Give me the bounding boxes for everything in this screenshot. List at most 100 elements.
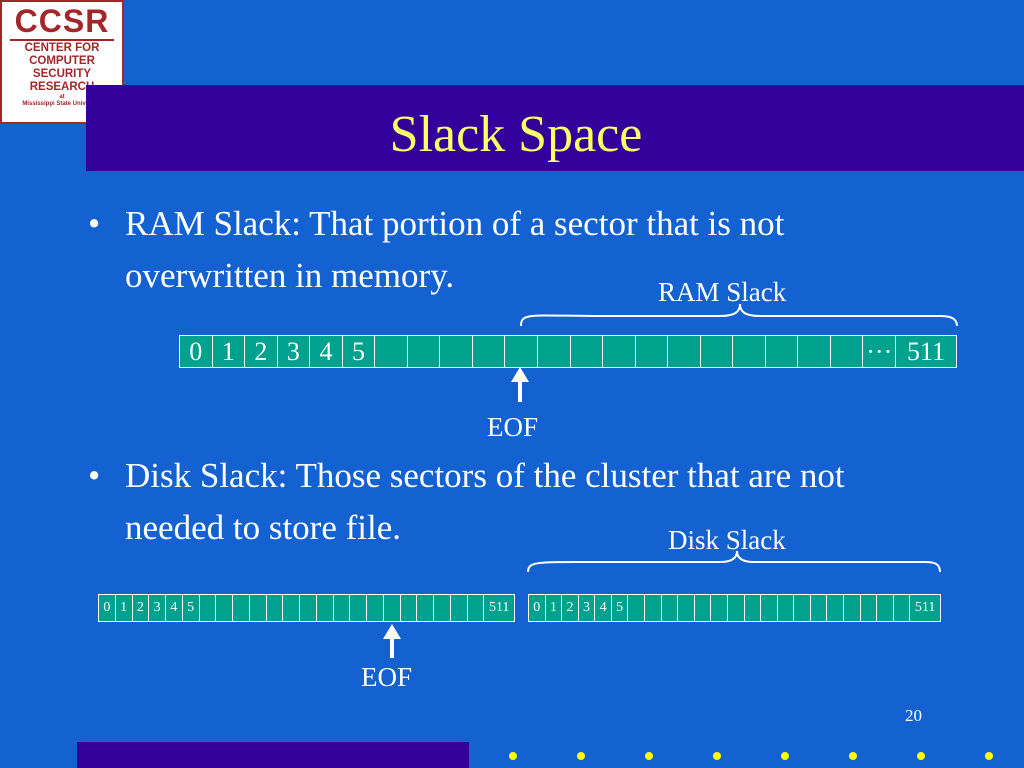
ram-eof-arrow bbox=[511, 367, 529, 402]
logo-line: CENTER FOR bbox=[24, 42, 100, 54]
sector-cell bbox=[299, 595, 316, 621]
bottom-bar bbox=[77, 742, 469, 768]
sector-cell bbox=[793, 595, 810, 621]
sector-cell bbox=[471, 336, 505, 367]
sector-cell: 511 bbox=[483, 595, 514, 621]
sector-cell bbox=[466, 595, 484, 621]
sector-cell: 511 bbox=[909, 595, 940, 621]
sector-cell: 511 bbox=[895, 336, 956, 367]
sector-cell: 2 bbox=[561, 595, 578, 621]
sector-cell bbox=[232, 595, 249, 621]
page-number: 20 bbox=[905, 706, 922, 725]
sector-cell bbox=[829, 336, 863, 367]
sector-cell bbox=[439, 336, 472, 367]
sector-cell bbox=[265, 595, 283, 621]
sector-cell bbox=[732, 336, 765, 367]
sector-cell bbox=[743, 595, 761, 621]
logo-line: at bbox=[59, 94, 65, 100]
sector-cell: 1 bbox=[114, 595, 132, 621]
footer-dot bbox=[509, 752, 517, 760]
sector-cell bbox=[349, 595, 366, 621]
sector-cell bbox=[710, 595, 727, 621]
sector-cell: ··· bbox=[862, 336, 895, 367]
sector-cell bbox=[504, 336, 537, 367]
sector-cell bbox=[892, 595, 910, 621]
sector-cell bbox=[764, 336, 798, 367]
sector-cell: 0 bbox=[103, 600, 111, 615]
bullet-text: Disk Slack: Those sectors of the cluster… bbox=[125, 456, 845, 547]
sector-cell bbox=[433, 595, 450, 621]
logo-rule bbox=[10, 39, 114, 41]
disk-eof-arrow bbox=[383, 624, 401, 658]
sector-cell bbox=[382, 595, 400, 621]
sector-cell bbox=[809, 595, 827, 621]
logo-line: Mississippi State University bbox=[22, 101, 102, 107]
sector-cell bbox=[826, 595, 843, 621]
sector-cell bbox=[627, 595, 644, 621]
sector-cell bbox=[842, 595, 860, 621]
sector-cell bbox=[634, 336, 668, 367]
sector-cell bbox=[693, 595, 711, 621]
ram-slack-label: RAM Slack bbox=[658, 277, 787, 307]
bullet-marker: • bbox=[88, 204, 101, 243]
sector-cell: 0 bbox=[189, 337, 203, 366]
sector-cell bbox=[876, 595, 893, 621]
ram-eof-label: EOF bbox=[487, 412, 539, 442]
sector-cell: 3 bbox=[276, 336, 310, 367]
sector-cell bbox=[776, 595, 794, 621]
sector-cell: 1 bbox=[544, 595, 562, 621]
sector-cell bbox=[859, 595, 877, 621]
sector-cell: 5 bbox=[181, 595, 199, 621]
sector-cell: 4 bbox=[309, 336, 342, 367]
disk-eof-label: EOF bbox=[361, 662, 413, 692]
sector-cell bbox=[215, 595, 232, 621]
ccsr-logo: CCSR CENTER FOR COMPUTER SECURITY RESEAR… bbox=[0, 0, 124, 124]
sector-cell: 5 bbox=[610, 595, 628, 621]
sector-cell bbox=[449, 595, 467, 621]
bullet-marker: • bbox=[88, 456, 101, 495]
footer-dot bbox=[713, 752, 721, 760]
sector-cell bbox=[602, 336, 635, 367]
footer-dot bbox=[917, 752, 925, 760]
sector-cell bbox=[416, 595, 433, 621]
sector-cell bbox=[667, 336, 700, 367]
sector-cell bbox=[399, 595, 417, 621]
sector-cell bbox=[569, 336, 603, 367]
footer-dot bbox=[781, 752, 789, 760]
footer-dot bbox=[645, 752, 653, 760]
sector-cell bbox=[374, 336, 407, 367]
sector-cell bbox=[332, 595, 350, 621]
logo-line: SECURITY bbox=[32, 68, 92, 80]
disk-slack-brace bbox=[527, 550, 941, 573]
logo-line: RESEARCH bbox=[29, 81, 95, 93]
sector-cell: 3 bbox=[577, 595, 595, 621]
sector-cell bbox=[248, 595, 266, 621]
sector-cell bbox=[760, 595, 777, 621]
sector-cell bbox=[726, 595, 744, 621]
disk-slack-label: Disk Slack bbox=[668, 525, 786, 555]
sector-cell: 1 bbox=[211, 336, 245, 367]
sector-cell: 2 bbox=[244, 336, 277, 367]
sector-cell: 5 bbox=[341, 336, 375, 367]
sector-cell bbox=[406, 336, 440, 367]
sector-cell bbox=[315, 595, 333, 621]
sector-cell bbox=[677, 595, 694, 621]
sector-cell: 3 bbox=[148, 595, 165, 621]
sector-cell bbox=[699, 336, 733, 367]
sector-cell bbox=[282, 595, 299, 621]
footer-dot bbox=[985, 752, 993, 760]
bullet-ram-slack: • RAM Slack: That portion of a sector th… bbox=[88, 198, 945, 302]
title-bar bbox=[86, 85, 1024, 171]
sector-cell bbox=[644, 595, 661, 621]
bullet-disk-slack: • Disk Slack: Those sectors of the clust… bbox=[88, 450, 945, 554]
sector-cell: 4 bbox=[594, 595, 611, 621]
bullet-text: RAM Slack: That portion of a sector that… bbox=[125, 204, 785, 295]
sector-cell: 0 bbox=[533, 600, 541, 615]
sector-cell bbox=[797, 336, 830, 367]
footer-dot bbox=[849, 752, 857, 760]
sector-cell bbox=[366, 595, 383, 621]
